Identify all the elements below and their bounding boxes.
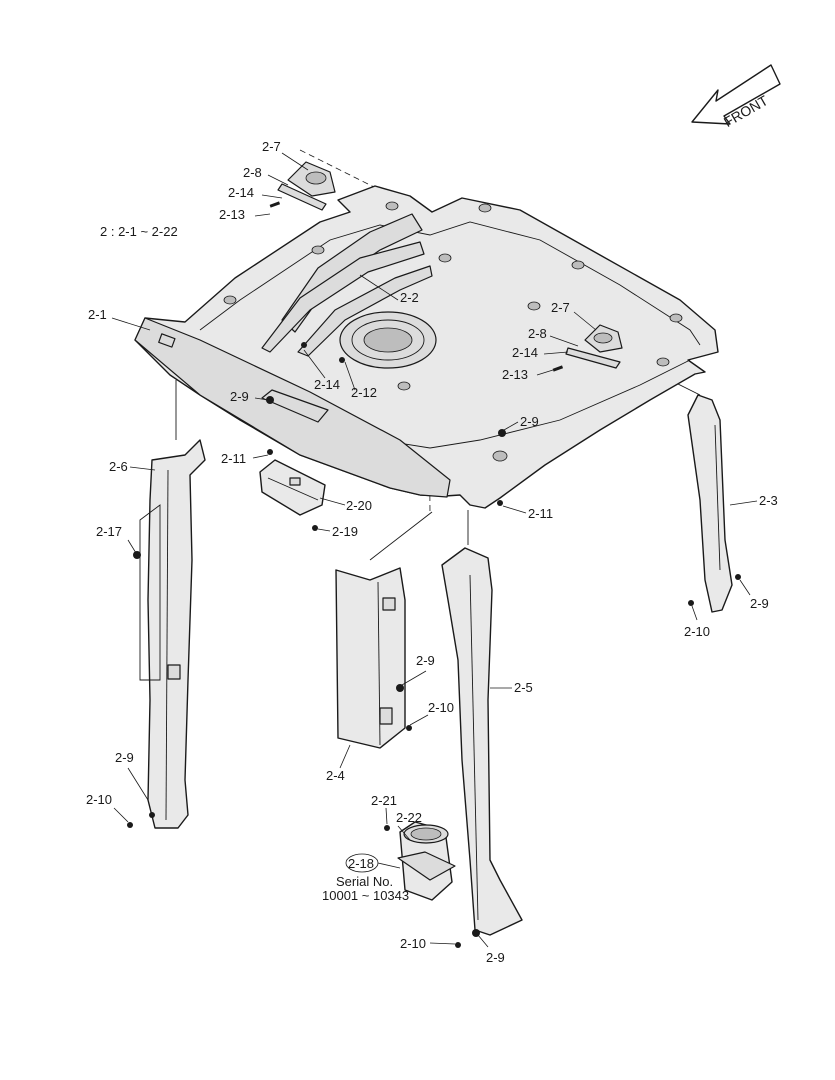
callout-2-13-right: 2-13 xyxy=(502,367,528,382)
callout-2-9-rear-right: 2-9 xyxy=(750,596,769,611)
callout-2-10-front-left: 2-10 xyxy=(86,792,112,807)
callout-2-8-right: 2-8 xyxy=(528,326,547,341)
callout-2-21: 2-21 xyxy=(371,793,397,808)
callout-2-22: 2-22 xyxy=(396,810,422,825)
callout-2-14-left: 2-14 xyxy=(228,185,254,200)
callout-2-7-left: 2-7 xyxy=(262,139,281,154)
callout-2-19: 2-19 xyxy=(332,524,358,539)
callout-2-10-bottom: 2-10 xyxy=(400,936,426,951)
callout-labels: 2-7 2-8 2-14 2-13 2-1 2-2 2-14 2-12 2-7 … xyxy=(86,139,778,965)
callout-2-9-lamp: 2-9 xyxy=(230,389,249,404)
callout-2-13-left: 2-13 xyxy=(219,207,245,222)
callout-2-14-right: 2-14 xyxy=(512,345,538,360)
room-lamp xyxy=(259,459,326,516)
roof-headliner xyxy=(134,185,719,509)
callout-2-9-roof: 2-9 xyxy=(520,414,539,429)
fasteners xyxy=(127,342,741,948)
callout-2-11-left: 2-11 xyxy=(221,451,246,466)
left-front-pillar-trim xyxy=(139,439,206,829)
upper-dome-lamp-right xyxy=(552,324,623,372)
right-rear-pillar-trim xyxy=(687,394,733,613)
callout-2-8-left: 2-8 xyxy=(243,165,262,180)
callout-2-5: 2-5 xyxy=(514,680,533,695)
callout-2-9-center: 2-9 xyxy=(416,653,435,668)
callout-2-10-center: 2-10 xyxy=(428,700,454,715)
callout-2-17: 2-17 xyxy=(96,524,122,539)
callout-2-14-middle: 2-14 xyxy=(314,377,340,392)
callout-2-11-right: 2-11 xyxy=(528,506,553,521)
group-range-note: 2 : 2-1 ~ 2-22 xyxy=(100,224,178,239)
callout-circle-2-18 xyxy=(345,853,379,873)
center-pillar-trim xyxy=(335,567,406,749)
rear-pillar-trim xyxy=(441,547,523,936)
callout-2-2: 2-2 xyxy=(400,290,419,305)
callout-2-18: 2-18 xyxy=(348,856,374,871)
callout-2-1: 2-1 xyxy=(88,307,107,322)
callout-2-7-right: 2-7 xyxy=(551,300,570,315)
callout-2-12: 2-12 xyxy=(351,385,377,400)
callout-2-9-bottom: 2-9 xyxy=(486,950,505,965)
callout-2-10-rear-right: 2-10 xyxy=(684,624,710,639)
serial-number-label: Serial No. xyxy=(336,874,393,889)
cup-holder xyxy=(397,821,456,901)
upper-dome-lamp-left xyxy=(269,161,336,211)
front-direction-arrow: FRONT xyxy=(691,64,781,130)
callout-2-9-front-left: 2-9 xyxy=(115,750,134,765)
callout-2-3: 2-3 xyxy=(759,493,778,508)
serial-number-range: 10001 ~ 10343 xyxy=(322,888,409,903)
callout-2-6: 2-6 xyxy=(109,459,128,474)
callout-2-20: 2-20 xyxy=(346,498,372,513)
callout-leader-lines xyxy=(111,152,758,948)
callout-2-4: 2-4 xyxy=(326,768,345,783)
